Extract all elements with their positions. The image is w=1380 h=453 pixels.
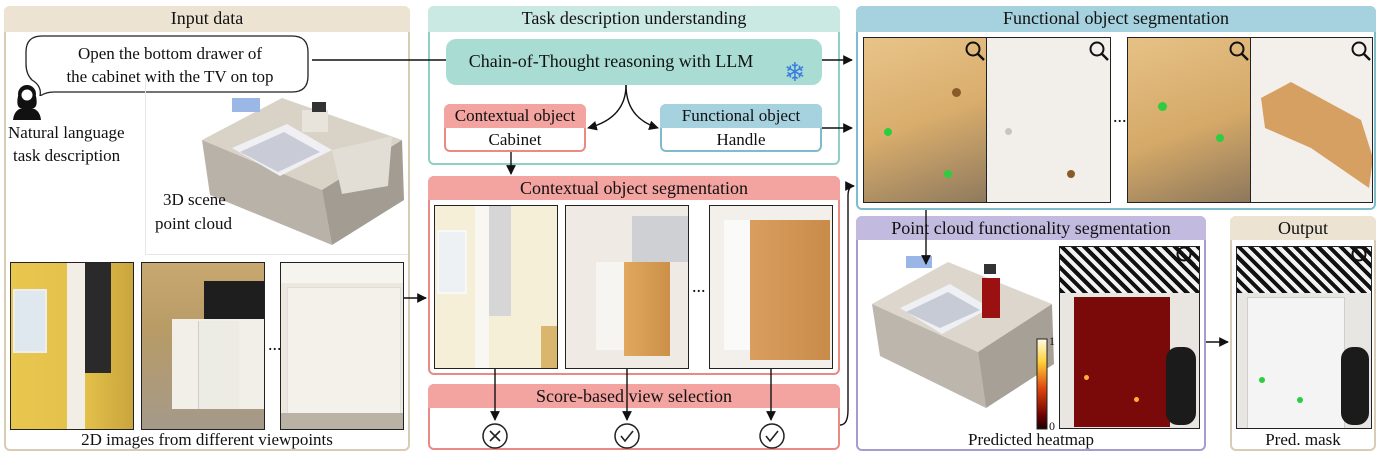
view-image-3 [280,262,404,430]
ctxseg-panel-title: Contextual object segmentation [428,176,840,200]
person-icon [13,85,41,120]
view-image-2 [141,262,265,430]
speech-line-2: the cabinet with the TV on top [66,67,274,86]
pcseg-caption: Predicted heatmap [967,430,1095,449]
score-panel-title: Score-based view selection [428,384,840,408]
ctxseg-ellipsis: ... [692,276,706,296]
contextual-object-value: Cabinet [488,130,542,149]
funcseg-ellipsis: ... [1113,106,1127,126]
view-image-1 [10,262,134,430]
ctxseg-image-1 [434,205,558,369]
images-ellipsis: ... [268,334,282,354]
colorbar-min: 0 [1049,419,1055,433]
input-panel-title: Input data [4,6,410,32]
magnifier-icon [1351,41,1371,61]
accept-icon [614,423,640,449]
colorbar [1036,338,1048,430]
functional-object-label: Functional object [681,106,801,125]
colorbar-max: 1 [1049,334,1055,348]
scene-label-1: 3D scene [163,190,226,209]
contextual-object-label: Contextual object [454,106,576,125]
magnifier-icon [1176,246,1196,266]
magnifier-icon [1351,246,1371,266]
ctxseg-image-3 [709,205,833,369]
output-caption: Pred. mask [1265,430,1341,449]
speech-line-1: Open the bottom drawer of [77,44,263,63]
pcseg-panel-title: Point cloud functionality segmentation [856,216,1206,240]
output-panel-title: Output [1230,216,1376,240]
functional-object-value: Handle [716,130,766,149]
cot-box [446,39,822,85]
cot-text: Chain-of-Thought reasoning with LLM [468,51,754,71]
output-mask-image [1236,246,1372,429]
accept-icon [759,423,785,449]
funcseg-image-4 [1251,37,1373,203]
funcseg-panel-title: Functional object segmentation [856,6,1376,32]
nl-label-1: Natural language [8,123,125,142]
speech-bubble [25,35,309,96]
funcseg-image-2 [987,37,1111,203]
magnifier-icon [965,41,985,61]
reject-icon [482,423,508,449]
scene-label-2: point cloud [155,214,232,233]
task-panel-title: Task description understanding [428,6,840,32]
point-cloud-render [202,98,404,245]
snowflake-icon: ❄ [784,58,806,87]
images-caption: 2D images from different viewpoints [81,430,333,449]
magnifier-icon [1229,41,1249,61]
nl-label-2: task description [13,146,121,165]
ctxseg-image-2 [565,205,689,369]
heatmap-point-cloud [872,256,1054,408]
magnifier-icon [1089,41,1109,61]
functional-object-title [660,104,822,128]
heatmap-image [1059,246,1200,429]
funcseg-image-3 [1127,37,1251,203]
contextual-object-title [444,104,586,128]
scene-point-cloud [145,78,408,255]
funcseg-image-1 [863,37,987,203]
